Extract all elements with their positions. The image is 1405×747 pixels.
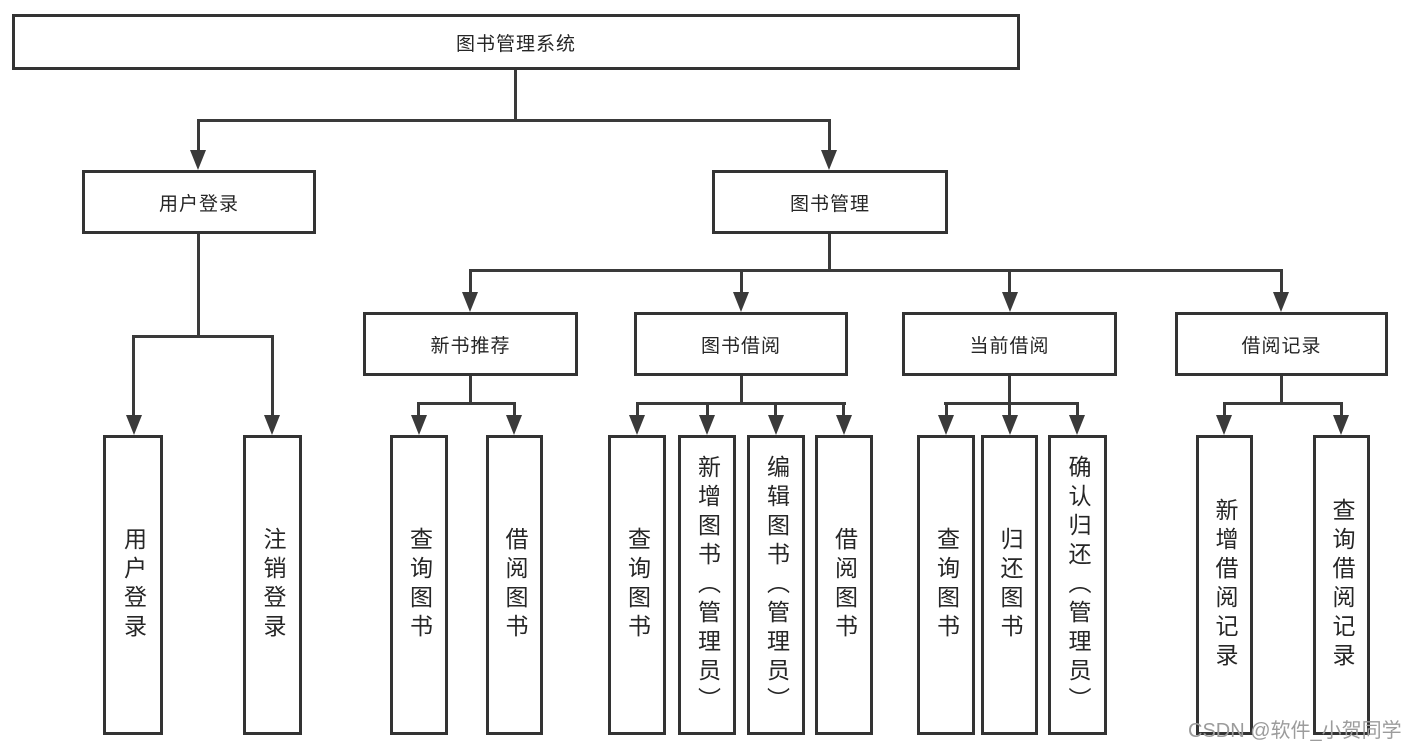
connector-sec2-c0-stub xyxy=(945,402,948,415)
node-add-books-admin-label: 新增图书（管理员） xyxy=(694,454,721,716)
arrow-down-icon xyxy=(264,415,280,435)
node-recommend-query-books-label: 查询图书 xyxy=(406,527,433,643)
arrow-down-icon xyxy=(733,292,749,312)
connector-sec1-c2-stub xyxy=(774,402,777,415)
node-borrow-query-books: 查询图书 xyxy=(608,435,666,735)
node-recommend-borrow-books: 借阅图书 xyxy=(486,435,543,735)
node-return-books-label: 归还图书 xyxy=(997,527,1023,643)
connector-sec2-stub xyxy=(1008,269,1011,293)
connector-sec2-c2-stub xyxy=(1076,402,1079,415)
node-recommend-borrow-books-label: 借阅图书 xyxy=(502,527,528,643)
arrow-down-icon xyxy=(126,415,142,435)
node-user-login-leaf: 用户登录 xyxy=(103,435,163,735)
connector-sec1-drop xyxy=(740,376,743,405)
arrow-down-icon xyxy=(1333,415,1349,435)
arrow-down-icon xyxy=(462,292,478,312)
connector-sec3-c1-stub xyxy=(1340,402,1343,415)
node-user-login: 用户登录 xyxy=(82,170,316,234)
arrow-down-icon xyxy=(699,415,715,435)
node-borrow-query-books-label: 查询图书 xyxy=(624,527,651,643)
node-add-borrow-record-label: 新增借阅记录 xyxy=(1212,498,1238,672)
node-current-query-books-label: 查询图书 xyxy=(933,527,960,643)
connector-sec0-drop xyxy=(469,376,472,405)
connector-book-mgmt-stub xyxy=(828,119,831,150)
connector-sec0-bar xyxy=(418,402,516,405)
connector-root-drop xyxy=(514,70,517,122)
node-user-login-leaf-label: 用户登录 xyxy=(120,527,147,643)
arrow-down-icon xyxy=(836,415,852,435)
connector-sec3-stub xyxy=(1280,269,1283,293)
connector-sec2-drop xyxy=(1008,376,1011,405)
arrow-down-icon xyxy=(190,150,206,170)
node-edit-books-admin-label: 编辑图书（管理员） xyxy=(763,454,790,716)
connector-sec2-bar xyxy=(944,402,1078,405)
node-root: 图书管理系统 xyxy=(12,14,1020,70)
arrow-down-icon xyxy=(629,415,645,435)
connector-sec2-c1-stub xyxy=(1008,402,1011,415)
node-recommend-query-books: 查询图书 xyxy=(390,435,448,735)
node-borrow-books-leaf: 借阅图书 xyxy=(815,435,873,735)
node-borrow-records-label: 借阅记录 xyxy=(1241,335,1322,357)
connector-sec0-c0-stub xyxy=(417,402,420,415)
node-book-borrow: 图书借阅 xyxy=(634,312,848,376)
connector-sections-bar xyxy=(469,269,1283,272)
arrow-down-icon xyxy=(938,415,954,435)
node-current-query-books: 查询图书 xyxy=(917,435,975,735)
connector-sec3-c0-stub xyxy=(1223,402,1226,415)
node-current-borrow: 当前借阅 xyxy=(902,312,1117,376)
node-current-borrow-label: 当前借阅 xyxy=(969,335,1050,357)
arrow-down-icon xyxy=(1273,292,1289,312)
csdn-watermark: CSDN @软件_小贺同学 xyxy=(1188,720,1402,742)
connector-sec1-c1-stub xyxy=(706,402,709,415)
connector-sec1-c3-stub xyxy=(842,402,845,415)
connector-login-leaf-stub xyxy=(132,335,135,415)
node-confirm-return-admin: 确认归还（管理员） xyxy=(1048,435,1107,735)
node-book-borrow-label: 图书借阅 xyxy=(700,335,781,357)
node-logout-leaf: 注销登录 xyxy=(243,435,302,735)
node-confirm-return-admin-label: 确认归还（管理员） xyxy=(1065,454,1091,716)
node-new-book-recommend: 新书推荐 xyxy=(363,312,578,376)
connector-sec0-c1-stub xyxy=(513,402,516,415)
connector-sec3-bar xyxy=(1223,402,1343,405)
arrow-down-icon xyxy=(1216,415,1232,435)
arrow-down-icon xyxy=(1002,292,1018,312)
connector-user-login-bar xyxy=(132,335,274,338)
arrow-down-icon xyxy=(411,415,427,435)
node-root-label: 图书管理系统 xyxy=(455,33,576,55)
node-edit-books-admin: 编辑图书（管理员） xyxy=(747,435,805,735)
arrow-down-icon xyxy=(506,415,522,435)
connector-sec1-c0-stub xyxy=(636,402,639,415)
node-book-management: 图书管理 xyxy=(712,170,948,234)
arrow-down-icon xyxy=(1069,415,1085,435)
node-new-book-recommend-label: 新书推荐 xyxy=(430,335,511,357)
connector-sec1-stub xyxy=(740,269,743,293)
arrow-down-icon xyxy=(768,415,784,435)
arrow-down-icon xyxy=(821,150,837,170)
connector-book-mgmt-drop xyxy=(828,234,831,272)
arrow-down-icon xyxy=(1002,415,1018,435)
node-borrow-books-leaf-label: 借阅图书 xyxy=(831,527,858,643)
connector-user-login-stub xyxy=(197,119,200,150)
connector-level2-bar xyxy=(197,119,831,122)
node-add-books-admin: 新增图书（管理员） xyxy=(678,435,736,735)
connector-logout-leaf-stub xyxy=(271,335,274,415)
connector-sec1-bar xyxy=(636,402,846,405)
node-user-login-label: 用户登录 xyxy=(158,193,239,215)
connector-user-login-drop xyxy=(197,234,200,338)
node-add-borrow-record: 新增借阅记录 xyxy=(1196,435,1253,735)
node-book-management-label: 图书管理 xyxy=(789,193,870,215)
node-query-borrow-record-label: 查询借阅记录 xyxy=(1329,498,1355,672)
node-borrow-records: 借阅记录 xyxy=(1175,312,1388,376)
connector-sec3-drop xyxy=(1280,376,1283,405)
node-return-books: 归还图书 xyxy=(981,435,1038,735)
node-query-borrow-record: 查询借阅记录 xyxy=(1313,435,1370,735)
node-logout-leaf-label: 注销登录 xyxy=(260,527,286,643)
connector-sec0-stub xyxy=(469,269,472,293)
